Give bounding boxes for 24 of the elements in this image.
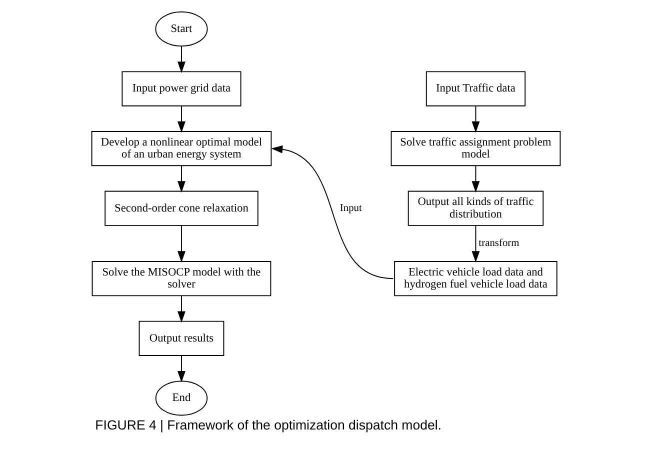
arrow [270,145,394,280]
node-box: Output results [138,320,224,356]
caption: FIGURE 4 | Framework of the optimization dispatch model. [94,418,441,433]
edge-label: Input [339,203,362,214]
arrow [471,106,480,133]
arrow [177,296,185,323]
arrow [177,165,185,193]
node-box: Input power grid data [121,71,241,106]
arrow [471,225,480,263]
node-box: Solve the MISOCP model with the solver [91,261,271,296]
arrow [177,225,185,263]
arrow [177,355,185,382]
node-box: Electric vehicle load data and hydrogen fuel vehicle load data [394,261,557,296]
node-ellipse: Start [154,11,208,47]
node-box: Develop a nonlinear optimal model of an urban energy system [90,131,272,166]
node-box: Input Traffic data [425,71,526,106]
arrow [471,165,480,193]
arrow [177,106,185,133]
arrow [177,46,185,73]
node-box: Second-order cone relaxation [104,190,258,226]
node-ellipse: End [154,380,208,416]
node-box: Solve traffic assignment problem model [390,131,560,166]
node-box: Output all kinds of traffic distribution [407,190,544,226]
edge-label: transform [478,238,519,250]
